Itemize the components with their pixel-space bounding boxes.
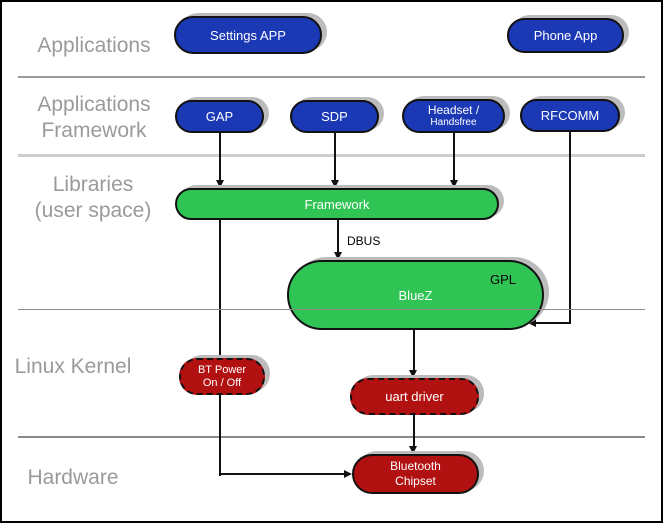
line-rfcomm-to-bluez <box>535 322 571 324</box>
line-framework-to-bluez <box>337 220 339 253</box>
gap-label: GAP <box>205 109 234 124</box>
settings-app-label: Settings APP <box>210 27 286 43</box>
layer-label-applications-framework: Applications Framework <box>14 92 174 144</box>
arrowhead-rfcomm-to-bluez <box>528 319 536 327</box>
layer-label-hardware: Hardware <box>27 466 119 489</box>
line-bluez-to-uart <box>413 330 415 371</box>
bluetooth-chipset-label-line2: Chipset <box>395 474 436 488</box>
phone-app-label: Phone App <box>533 28 598 43</box>
headset-label-line2: Handsfree <box>430 116 477 128</box>
bluez-node: BlueZ GPL <box>287 260 544 330</box>
layer-divider-3 <box>18 309 645 310</box>
line-rfcomm-down <box>569 132 571 324</box>
line-framework-to-chipset-vertical <box>219 220 221 476</box>
headset-label-line1: Headset / <box>427 102 480 117</box>
arrowhead-bluez-to-uart <box>409 370 417 378</box>
layer-label-applications: Applications <box>37 34 151 57</box>
layer-label-libraries: Libraries (user space) <box>12 172 174 224</box>
line-uart-to-chipset <box>413 415 415 447</box>
headset-node: Headset / Handsfree <box>402 99 505 133</box>
bt-power-node: BT Power On / Off <box>179 358 265 395</box>
arrowhead-headset-to-framework <box>450 180 458 188</box>
line-sdp-to-framework <box>334 133 336 181</box>
gap-node: GAP <box>175 100 264 133</box>
line-framework-to-chipset-horizontal <box>219 473 346 475</box>
bluetooth-chipset-node: Bluetooth Chipset <box>352 454 479 494</box>
rfcomm-node: RFCOMM <box>520 99 620 132</box>
layer-label-line: (user space) <box>34 199 152 222</box>
rfcomm-label: RFCOMM <box>540 108 600 123</box>
layer-label-line: Applications <box>37 93 151 116</box>
dbus-edge-label: DBUS <box>347 234 381 248</box>
arrowhead-gap-to-framework <box>216 180 224 188</box>
bluez-label: BlueZ <box>398 287 433 303</box>
line-headset-to-framework <box>453 133 455 181</box>
layer-divider-2 <box>18 154 645 157</box>
settings-app-node: Settings APP <box>174 16 322 54</box>
uart-driver-label: uart driver <box>385 389 444 404</box>
arrowhead-framework-to-bluez <box>334 252 342 260</box>
layer-divider-4 <box>18 436 645 438</box>
sdp-node: SDP <box>290 100 379 133</box>
sdp-label: SDP <box>321 109 348 124</box>
bluetooth-chipset-label-line1: Bluetooth <box>390 459 441 473</box>
gpl-badge: GPL <box>489 272 516 287</box>
layer-label-linux-kernel: Linux Kernel <box>14 355 132 378</box>
uart-driver-node: uart driver <box>350 378 479 415</box>
layer-label-line: Framework <box>41 119 147 142</box>
arrowhead-uart-to-chipset <box>409 446 417 454</box>
layer-divider-1 <box>18 76 645 78</box>
bt-power-label-line2: On / Off <box>202 376 242 389</box>
layer-label-line: Libraries <box>52 173 134 196</box>
bt-power-label-line1: BT Power <box>197 363 247 376</box>
phone-app-node: Phone App <box>507 18 624 53</box>
arrowhead-framework-to-chipset <box>344 470 352 478</box>
arrowhead-sdp-to-framework <box>331 180 339 188</box>
line-gap-to-framework <box>219 133 221 181</box>
framework-node: Framework <box>175 188 499 220</box>
framework-label: Framework <box>304 196 370 212</box>
